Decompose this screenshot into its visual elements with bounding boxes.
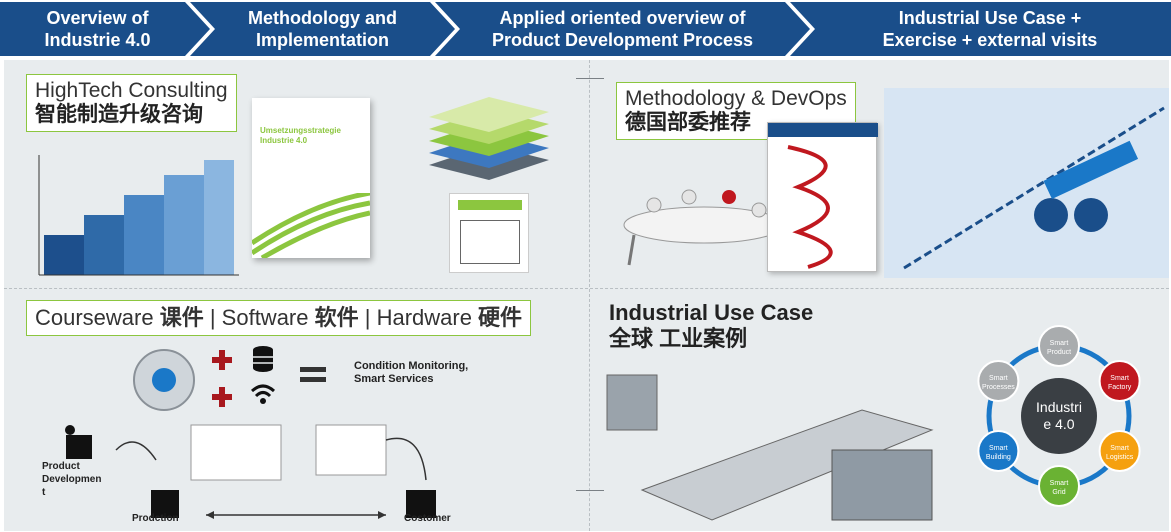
q4-title-en: Industrial Use Case bbox=[609, 300, 814, 325]
factory-floor-illustration bbox=[606, 374, 934, 521]
horizontal-divider bbox=[4, 288, 1169, 289]
hardware-cn: 硬件 bbox=[478, 305, 523, 330]
step-3-label: Applied oriented overview of Product Dev… bbox=[491, 8, 754, 50]
chevron-step-2 bbox=[190, 2, 455, 56]
q2-title-cn: 德国部委推荐 bbox=[625, 111, 751, 134]
layer-stack-diagram bbox=[429, 97, 549, 180]
cycle-node-label: Logistics bbox=[1106, 454, 1134, 461]
production-label: Prodction bbox=[132, 513, 179, 524]
chevron-step-4 bbox=[790, 2, 1171, 56]
wifi-icon bbox=[250, 384, 276, 404]
q4-title-box: Industrial Use Case 全球 工业案例 bbox=[609, 300, 813, 352]
divider-tick bbox=[576, 490, 604, 491]
divider-tick bbox=[576, 78, 604, 79]
cycle-node bbox=[977, 430, 1020, 472]
product-lifecycle-flow bbox=[65, 424, 436, 519]
cycle-node-label: Smart bbox=[1110, 445, 1129, 452]
equals-icon bbox=[300, 367, 326, 382]
cycle-node bbox=[977, 360, 1020, 402]
architecture-diagram-thumb bbox=[449, 193, 529, 273]
doc-title: Umsetzungsstrategie Industrie 4.0 bbox=[260, 126, 341, 145]
cycle-node bbox=[1098, 360, 1141, 402]
industry-4-0-diagram bbox=[884, 88, 1169, 278]
process-banner: Overview of Industrie 4.0 Methodology an… bbox=[0, 0, 1171, 58]
cycle-node bbox=[1098, 430, 1141, 472]
q4-title-cn: 全球 工业案例 bbox=[609, 326, 748, 351]
cycle-node-label: Product bbox=[1047, 349, 1071, 356]
q3-title: Courseware 课件 | Software 软件 | Hardware 硬… bbox=[35, 305, 522, 331]
cycle-node-label: Grid bbox=[1052, 489, 1065, 496]
q1-title-box: HighTech Consulting 智能制造升级咨询 bbox=[26, 74, 237, 132]
cycle-node bbox=[1038, 325, 1080, 367]
condition-monitoring-label: Condition Monitoring, Smart Services bbox=[354, 360, 469, 385]
q1-title-cn: 智能制造升级咨询 bbox=[35, 103, 203, 126]
product-development-label: Product Developmen t bbox=[42, 461, 102, 498]
chevron-step-1 bbox=[0, 2, 210, 56]
software-cn: 软件 bbox=[314, 305, 359, 330]
step-2-label: Methodology and Implementation bbox=[248, 8, 397, 50]
q1-title-en: HighTech Consulting bbox=[35, 79, 228, 102]
courseware-label: Courseware bbox=[35, 305, 160, 330]
database-icon bbox=[253, 346, 273, 372]
maturity-staircase-chart bbox=[38, 155, 239, 276]
courseware-cn: 课件 bbox=[159, 305, 204, 330]
step-4-label: Industrial Use Case + Exercise + externa… bbox=[882, 8, 1098, 50]
hub-label-line2: e 4.0 bbox=[1043, 416, 1074, 432]
quadrant-canvas: HighTech Consulting 智能制造升级咨询 Umsetzungss… bbox=[4, 60, 1169, 531]
hub-label-line1: Industri bbox=[1036, 399, 1082, 415]
doc-stripes-graphic bbox=[252, 193, 370, 258]
strategy-document-cover: Umsetzungsstrategie Industrie 4.0 bbox=[252, 98, 370, 258]
q3-title-box: Courseware 课件 | Software 软件 | Hardware 硬… bbox=[26, 300, 532, 336]
software-label: | Software bbox=[203, 305, 315, 330]
q2-title-en: Methodology & DevOps bbox=[625, 87, 847, 110]
meeting-table-illustration bbox=[623, 189, 784, 266]
cycle-node-label: Building bbox=[986, 454, 1011, 461]
cycle-node bbox=[1038, 465, 1080, 507]
step-1-label: Overview of Industrie 4.0 bbox=[44, 8, 151, 50]
plus-icon bbox=[212, 350, 232, 370]
banner-chevrons bbox=[0, 2, 1171, 56]
cycle-node-label: Smart bbox=[1050, 340, 1069, 347]
process-poster-thumb bbox=[767, 122, 878, 272]
cycle-node-label: Smart bbox=[1110, 375, 1129, 382]
cycle-node-label: Processes bbox=[982, 384, 1015, 391]
ball-screw-image bbox=[133, 349, 195, 411]
cycle-node-label: Smart bbox=[989, 375, 1008, 382]
plus-icon bbox=[212, 387, 232, 407]
vertical-divider bbox=[589, 60, 590, 531]
cycle-node-label: Factory bbox=[1108, 384, 1132, 391]
cycle-node-label: Smart bbox=[989, 445, 1008, 452]
customer-label: Costomer bbox=[404, 513, 451, 524]
cycle-node-label: Smart bbox=[1050, 480, 1069, 487]
industry-4-0-cycle: Industri e 4.0 SmartProductSmartFactoryS… bbox=[977, 325, 1141, 507]
chevron-step-3 bbox=[435, 2, 810, 56]
hardware-label: | Hardware bbox=[358, 305, 479, 330]
